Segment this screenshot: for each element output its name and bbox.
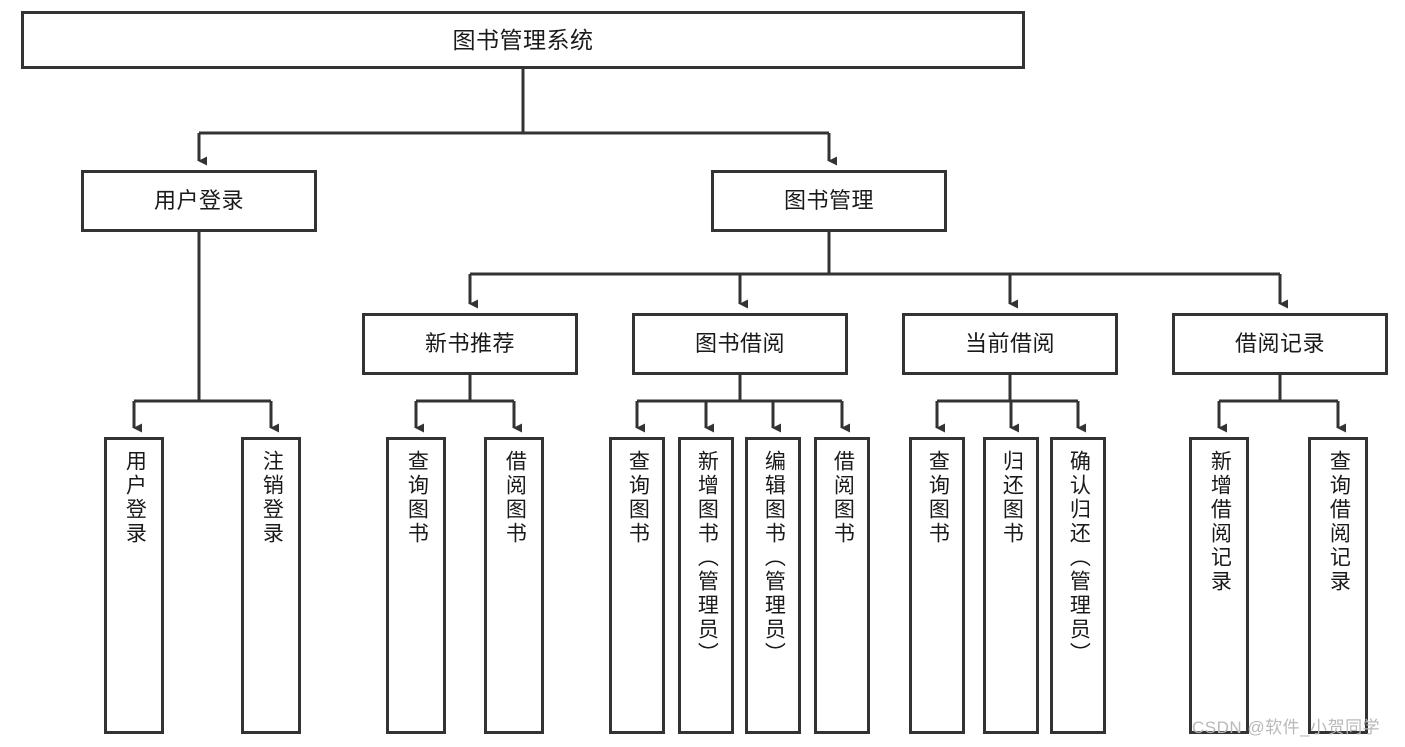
- node-root[interactable]: 图书管理系统: [21, 11, 1025, 69]
- node-level3-1-label: 新书推荐: [424, 331, 515, 357]
- node-leaf-7-label: 编辑图书（管理员）: [762, 450, 786, 666]
- node-leaf-8-label: 借阅图书: [831, 450, 855, 546]
- node-leaf-10[interactable]: 归还图书: [983, 437, 1039, 734]
- node-leaf-12[interactable]: 新增借阅记录: [1189, 437, 1249, 734]
- node-leaf-5-label: 查询图书: [626, 450, 650, 546]
- node-leaf-2[interactable]: 注销登录: [241, 437, 301, 734]
- node-level2-1[interactable]: 用户登录: [81, 170, 317, 232]
- node-leaf-2-label: 注销登录: [260, 450, 284, 546]
- node-leaf-11-label: 确认归还（管理员）: [1067, 450, 1091, 666]
- node-level2-2[interactable]: 图书管理: [711, 170, 947, 232]
- node-leaf-11[interactable]: 确认归还（管理员）: [1050, 437, 1106, 734]
- node-leaf-9[interactable]: 查询图书: [909, 437, 965, 734]
- node-leaf-6[interactable]: 新增图书（管理员）: [678, 437, 734, 734]
- node-leaf-6-label: 新增图书（管理员）: [695, 450, 719, 666]
- node-leaf-8[interactable]: 借阅图书: [814, 437, 870, 734]
- node-leaf-10-label: 归还图书: [1000, 450, 1024, 546]
- node-level2-1-label: 用户登录: [153, 188, 244, 214]
- node-level3-2[interactable]: 图书借阅: [632, 313, 848, 375]
- node-leaf-13-label: 查询借阅记录: [1327, 450, 1351, 594]
- node-leaf-3-label: 查询图书: [405, 450, 429, 546]
- node-level3-4[interactable]: 借阅记录: [1172, 313, 1388, 375]
- node-leaf-1-label: 用户登录: [123, 450, 147, 546]
- node-leaf-9-label: 查询图书: [926, 450, 950, 546]
- node-leaf-12-label: 新增借阅记录: [1208, 450, 1232, 594]
- node-level3-3-label: 当前借阅: [964, 331, 1055, 357]
- node-level3-2-label: 图书借阅: [694, 331, 785, 357]
- node-root-label: 图书管理系统: [452, 26, 594, 53]
- node-leaf-4-label: 借阅图书: [503, 450, 527, 546]
- node-level2-2-label: 图书管理: [783, 188, 874, 214]
- node-leaf-5[interactable]: 查询图书: [609, 437, 665, 734]
- node-leaf-3[interactable]: 查询图书: [386, 437, 446, 734]
- node-level3-1[interactable]: 新书推荐: [362, 313, 578, 375]
- node-level3-3[interactable]: 当前借阅: [902, 313, 1118, 375]
- node-level3-4-label: 借阅记录: [1234, 331, 1325, 357]
- node-leaf-4[interactable]: 借阅图书: [484, 437, 544, 734]
- node-leaf-1[interactable]: 用户登录: [104, 437, 164, 734]
- node-leaf-13[interactable]: 查询借阅记录: [1308, 437, 1368, 734]
- node-leaf-7[interactable]: 编辑图书（管理员）: [745, 437, 801, 734]
